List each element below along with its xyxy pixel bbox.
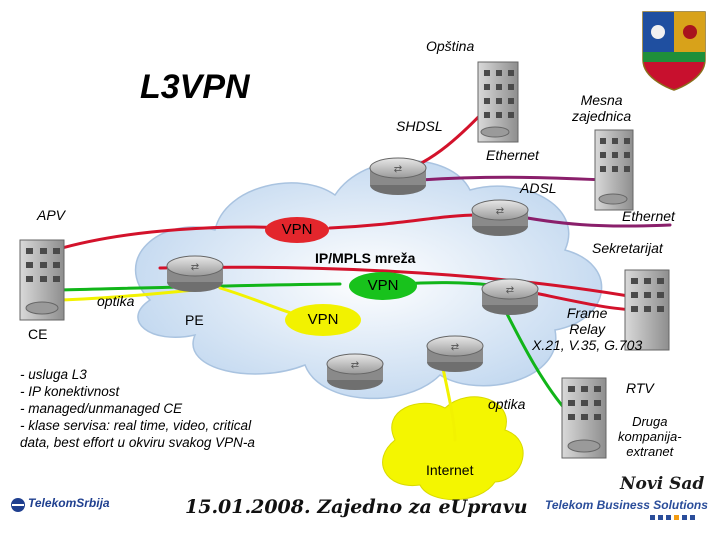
label-pe: PE [185, 312, 204, 328]
label-ethernet-2: Ethernet [622, 208, 675, 224]
vpn-bubble-green [349, 272, 417, 300]
building-mesna-zajednica [594, 129, 634, 211]
label-druga-kompanija-line3: extranet [626, 444, 674, 459]
label-apv: APV [37, 207, 66, 223]
tbs-dots-icon [650, 515, 695, 520]
svg-text:⇄: ⇄ [351, 360, 359, 371]
label-druga-kompanija-line2: kompanija- [618, 429, 682, 444]
label-frame-relay-line1: Frame [566, 305, 608, 321]
label-shdsl: SHDSL [396, 118, 443, 134]
telekom-srbija-logo: TelekomSrbija [28, 496, 110, 510]
label-sekretarijat: Sekretarijat [592, 240, 663, 256]
label-mpls-cloud: IP/MPLS mreža [315, 250, 416, 266]
label-frame-relay-line2: Relay [569, 321, 606, 337]
footer-date-text: 15.01.2008. Zajedno za eUpravu [185, 496, 528, 518]
telekom-brand: Srbija [76, 496, 110, 510]
novi-sad-logo: Novi Sad [620, 474, 705, 494]
label-mesna-zajednica: Mesna zajednica [572, 92, 631, 124]
label-internet: Internet [426, 462, 474, 478]
page-title: L3VPN [140, 68, 250, 106]
label-ce: CE [28, 326, 48, 342]
vpn-bubble-red [265, 217, 329, 243]
building-sekretarijat [624, 269, 670, 351]
vpn-label-yellow: VPN [307, 311, 339, 328]
building-rtv [561, 377, 607, 459]
telekom-srbija-logo-icon [11, 498, 25, 512]
coat-of-arms-icon [642, 11, 706, 91]
services-item: - usluga L3 [20, 367, 87, 382]
vpn-label-red: VPN [281, 221, 313, 238]
telekom-business-solutions-logo: Telekom Business Solutions [545, 498, 708, 512]
svg-text:⇄: ⇄ [394, 164, 402, 175]
vpn-bubble-yellow [285, 304, 361, 336]
building-opstina [477, 61, 519, 143]
label-druga-kompanija: Druga kompanija- extranet [618, 414, 682, 459]
link-ethernet-1 [418, 175, 607, 182]
router-bottom-left: ⇄ [326, 353, 384, 390]
link-vpn-red-upper [328, 213, 480, 230]
router-pe: ⇄ [166, 255, 224, 292]
internet-blob [382, 396, 524, 501]
services-item: - IP konektivnost [20, 384, 120, 399]
label-optika-1: optika [97, 293, 135, 309]
services-item: - klase servisa: real time, video, criti… [20, 418, 252, 433]
label-rtv: RTV [626, 380, 654, 396]
svg-text:⇄: ⇄ [496, 206, 504, 217]
router-top: ⇄ [369, 157, 427, 195]
label-druga-kompanija-line1: Druga [632, 414, 668, 429]
link-apv-red [53, 225, 292, 252]
label-mesna-zajednica-line1: Mesna [580, 92, 623, 108]
telekom-prefix: Telekom [28, 496, 77, 510]
router-bottom-mid: ⇄ [426, 335, 484, 372]
router-right-top: ⇄ [471, 199, 529, 236]
router-right-mid: ⇄ [481, 278, 539, 315]
label-mesna-zajednica-line2: zajednica [572, 108, 632, 124]
svg-text:⇄: ⇄ [506, 285, 514, 296]
label-optika-2: optika [488, 396, 526, 412]
svg-text:⇄: ⇄ [191, 262, 199, 273]
label-opstina: Opština [426, 38, 475, 54]
vpn-label-green: VPN [367, 277, 399, 294]
services-item: - managed/unmanaged CE [20, 401, 183, 416]
label-frame-relay-line3: X.21, V.35, G.703 [532, 337, 643, 353]
label-frame-relay: Frame Relay X.21, V.35, G.703 [532, 305, 642, 353]
building-apv [19, 239, 65, 321]
label-ethernet-1: Ethernet [486, 147, 539, 163]
services-list: - usluga L3 - IP konektivnost - managed/… [20, 366, 255, 451]
svg-text:⇄: ⇄ [451, 342, 459, 353]
services-item: data, best effort u okviru svakog VPN-a [20, 435, 255, 450]
label-adsl: ADSL [520, 180, 557, 196]
